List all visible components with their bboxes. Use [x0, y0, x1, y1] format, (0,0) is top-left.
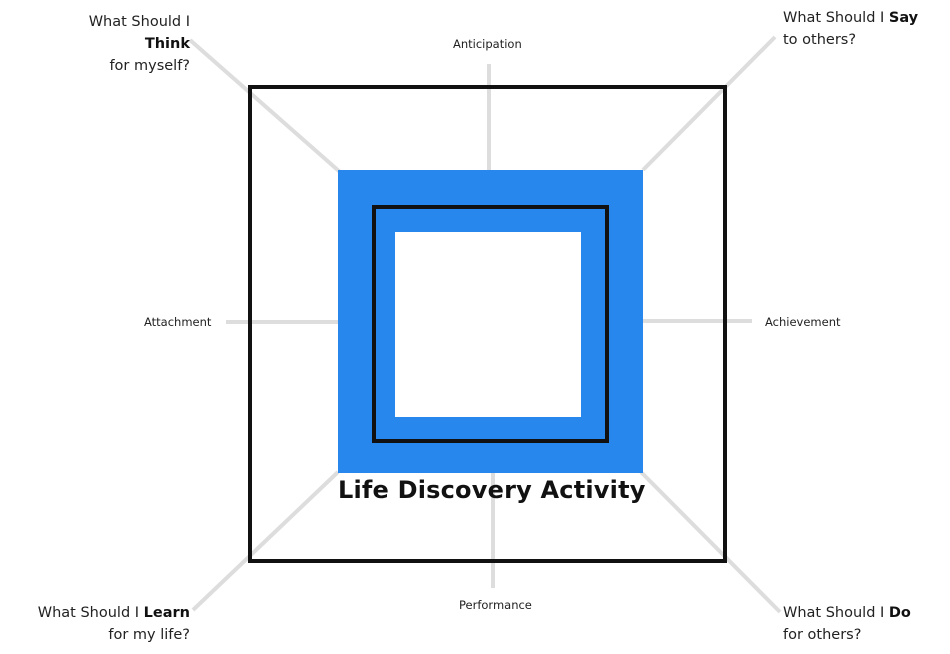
corner-do-prefix: What Should I: [783, 605, 885, 621]
corner-think-keyword: Think: [144, 36, 190, 52]
corner-do-suffix: for others?: [783, 627, 862, 643]
diagram-title: Life Discovery Activity: [338, 476, 646, 504]
connector-top-left: [188, 38, 342, 174]
corner-think-prefix: What Should I: [88, 14, 190, 30]
corner-label-say: What Should I Say to others?: [783, 7, 918, 51]
axis-label-performance: Performance: [459, 598, 532, 612]
corner-learn-line1: What Should I Learn: [38, 602, 190, 624]
corner-do-keyword: Do: [888, 605, 911, 621]
axis-label-attachment: Attachment: [144, 315, 212, 329]
axis-label-achievement: Achievement: [765, 315, 841, 329]
corner-say-keyword: Say: [888, 10, 919, 26]
connector-top-right: [641, 35, 777, 172]
corner-label-do: What Should I Do for others?: [783, 602, 911, 646]
corner-do-line1: What Should I Do: [783, 602, 911, 624]
inner-frame: [372, 205, 609, 443]
corner-learn-prefix: What Should I: [37, 605, 140, 621]
corner-think-suffix: for myself?: [109, 58, 190, 74]
corner-label-think: What Should I Think for myself?: [89, 11, 190, 77]
axis-label-anticipation: Anticipation: [453, 37, 522, 51]
corner-learn-keyword: Learn: [143, 605, 190, 621]
corner-learn-suffix: for my life?: [108, 627, 190, 643]
inner-box: [395, 232, 581, 417]
corner-say-suffix: to others?: [783, 32, 857, 48]
corner-say-prefix: What Should I: [783, 10, 885, 26]
outer-frame: [248, 85, 727, 563]
corner-say-line1: What Should I Say: [783, 7, 918, 29]
connector-bottom-left: [191, 470, 340, 612]
corner-label-learn: What Should I Learn for my life?: [38, 602, 190, 646]
connector-bottom-right: [639, 470, 782, 614]
